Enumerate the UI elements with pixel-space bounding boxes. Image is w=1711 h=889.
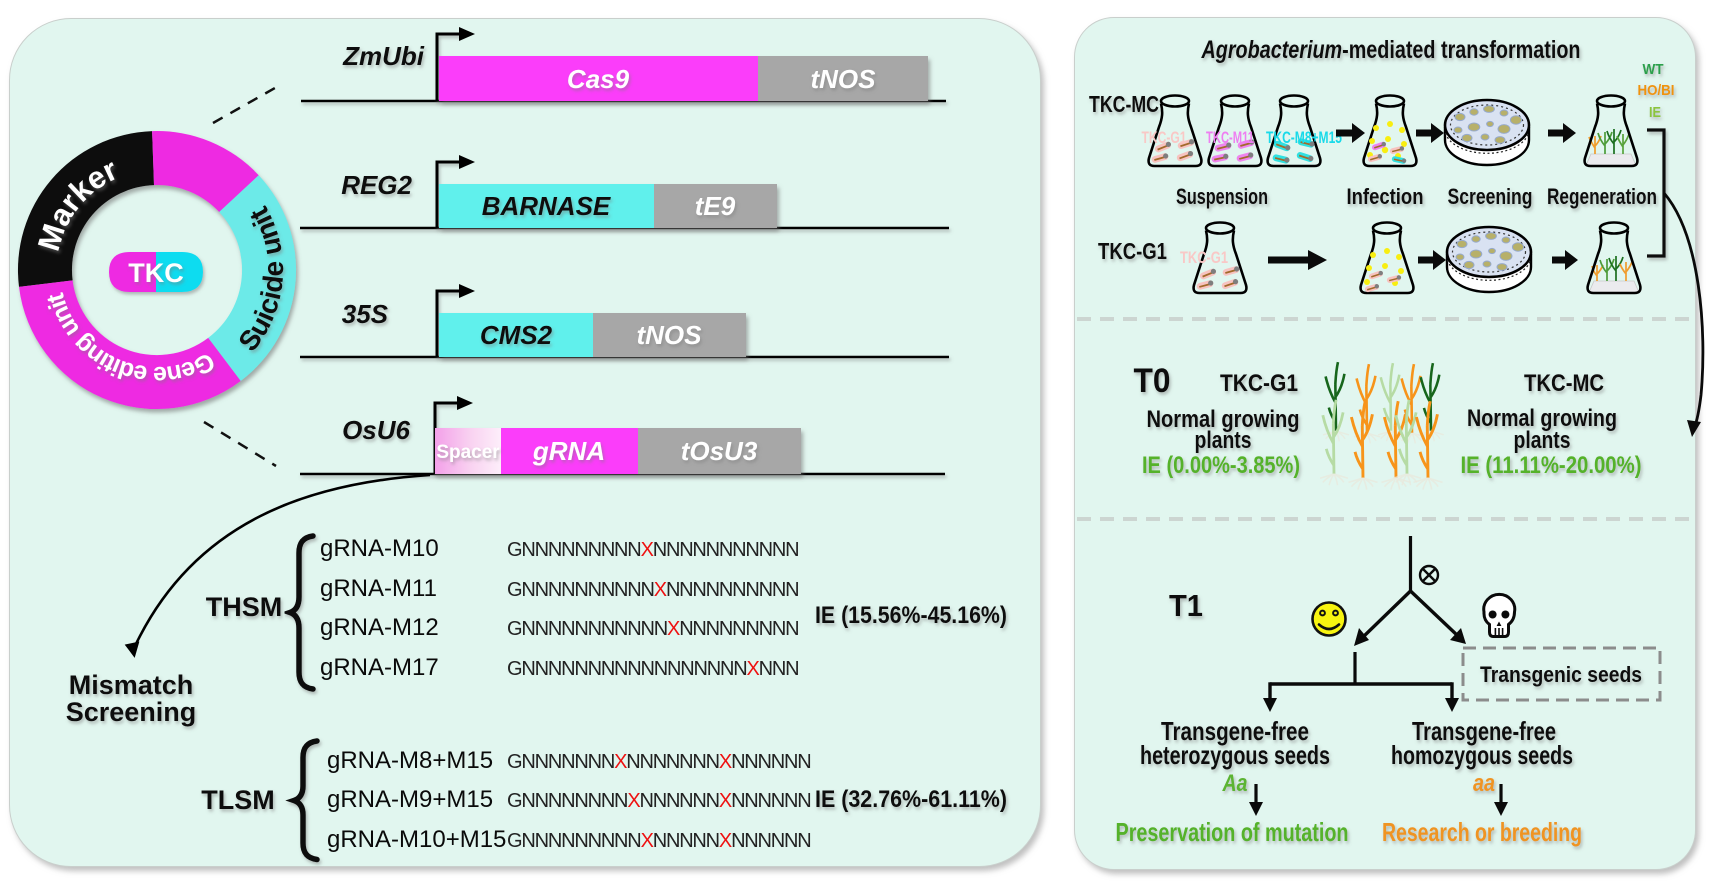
- svg-text:aa: aa: [1473, 770, 1495, 797]
- svg-text:IE (0.00%-3.85%): IE (0.00%-3.85%): [1142, 452, 1300, 479]
- svg-text:gRNA-M9+M15: gRNA-M9+M15: [327, 786, 493, 813]
- svg-text:gRNA-M12: gRNA-M12: [320, 614, 439, 641]
- svg-text:TKC-MC: TKC-MC: [1089, 91, 1159, 117]
- svg-text:IE (15.56%-45.16%): IE (15.56%-45.16%): [815, 602, 1007, 629]
- svg-text:GNNNNNNNNNNNNNNNNNXNNN: GNNNNNNNNNNNNNNNNNXNNN: [507, 658, 798, 680]
- svg-text:Transgenic seeds: Transgenic seeds: [1480, 662, 1642, 687]
- svg-text:T1: T1: [1169, 588, 1203, 623]
- svg-text:homozygous seeds: homozygous seeds: [1391, 740, 1573, 770]
- svg-text:Research or breeding: Research or breeding: [1382, 817, 1582, 847]
- svg-text:Transgene-free: Transgene-free: [1412, 716, 1556, 746]
- svg-text:Normal growing: Normal growing: [1147, 406, 1300, 433]
- svg-text:gRNA-M11: gRNA-M11: [320, 575, 437, 602]
- svg-text:Mismatch: Mismatch: [69, 670, 194, 700]
- svg-text:TKC-MC: TKC-MC: [1524, 370, 1604, 397]
- svg-text:Normal growing: Normal growing: [1467, 405, 1617, 432]
- svg-text:OsU6: OsU6: [342, 415, 410, 445]
- svg-text:TKC-M8+M15: TKC-M8+M15: [1266, 128, 1342, 147]
- svg-text:IE (11.11%-20.00%): IE (11.11%-20.00%): [1461, 452, 1642, 479]
- svg-text:Screening: Screening: [1448, 184, 1533, 209]
- svg-text:IE (32.76%-61.11%): IE (32.76%-61.11%): [815, 786, 1007, 813]
- svg-text:Infection: Infection: [1347, 184, 1424, 209]
- svg-text:GNNNNNNNNNXNNNNNXNNNNNN: GNNNNNNNNNXNNNNNXNNNNNN: [507, 830, 811, 852]
- svg-text:GNNNNNNNNNNNXNNNNNNNNN: GNNNNNNNNNNNXNNNNNNNNN: [507, 618, 798, 640]
- svg-text:TKC-G1: TKC-G1: [1180, 248, 1228, 267]
- svg-text:WT: WT: [1643, 61, 1664, 78]
- svg-text:tOsU3: tOsU3: [681, 436, 758, 466]
- svg-text:tE9: tE9: [695, 191, 736, 221]
- svg-text:Spacer: Spacer: [436, 442, 500, 463]
- svg-text:TKC-G1: TKC-G1: [1098, 238, 1167, 264]
- svg-text:Screening: Screening: [66, 697, 197, 727]
- svg-text:Aa: Aa: [1222, 770, 1248, 797]
- svg-text:gRNA-M10+M15: gRNA-M10+M15: [327, 826, 506, 853]
- svg-text:TKC-G1: TKC-G1: [1220, 370, 1298, 397]
- svg-text:GNNNNNNNNXNNNNNNXNNNNNN: GNNNNNNNNXNNNNNNXNNNNNN: [507, 790, 811, 812]
- svg-text:TKC-G1: TKC-G1: [1142, 128, 1187, 147]
- svg-text:GNNNNNNNXNNNNNNNXNNNNNN: GNNNNNNNXNNNNNNNXNNNNNN: [507, 751, 811, 773]
- svg-text:T0: T0: [1134, 362, 1171, 400]
- svg-text:IE: IE: [1649, 104, 1661, 121]
- svg-text:tNOS: tNOS: [811, 64, 877, 94]
- svg-text:Regeneration: Regeneration: [1547, 184, 1657, 209]
- svg-text:BARNASE: BARNASE: [482, 191, 611, 221]
- svg-text:Agrobacterium-mediated transfo: Agrobacterium-mediated transformation: [1201, 36, 1581, 64]
- svg-text:GNNNNNNNNNNXNNNNNNNNNN: GNNNNNNNNNNXNNNNNNNNNN: [507, 579, 798, 601]
- svg-text:gRNA-M10: gRNA-M10: [320, 535, 439, 562]
- svg-text:gRNA-M8+M15: gRNA-M8+M15: [327, 747, 493, 774]
- svg-text:ZmUbi: ZmUbi: [342, 41, 425, 71]
- svg-text:gRNA: gRNA: [532, 436, 605, 466]
- svg-text:Transgene-free: Transgene-free: [1161, 716, 1309, 746]
- svg-text:TKC-M11: TKC-M11: [1206, 128, 1254, 147]
- svg-text:plants: plants: [1195, 427, 1252, 454]
- svg-text:gRNA-M17: gRNA-M17: [320, 654, 439, 681]
- svg-text:heterozygous seeds: heterozygous seeds: [1140, 740, 1330, 770]
- svg-text:35S: 35S: [342, 299, 389, 329]
- svg-text:Preservation of mutation: Preservation of mutation: [1116, 817, 1349, 847]
- svg-text:CMS2: CMS2: [480, 320, 553, 350]
- svg-text:tNOS: tNOS: [637, 320, 703, 350]
- svg-text:THSM: THSM: [206, 592, 283, 622]
- svg-text:Cas9: Cas9: [567, 64, 630, 94]
- svg-text:Suspension: Suspension: [1176, 184, 1268, 209]
- svg-text:TLSM: TLSM: [201, 785, 275, 815]
- svg-text:HO/BI: HO/BI: [1638, 82, 1675, 99]
- svg-text:REG2: REG2: [341, 170, 412, 200]
- svg-text:TKC: TKC: [128, 258, 184, 288]
- svg-text:GNNNNNNNNNXNNNNNNNNNNN: GNNNNNNNNNXNNNNNNNNNNN: [507, 539, 798, 561]
- svg-text:plants: plants: [1514, 427, 1571, 454]
